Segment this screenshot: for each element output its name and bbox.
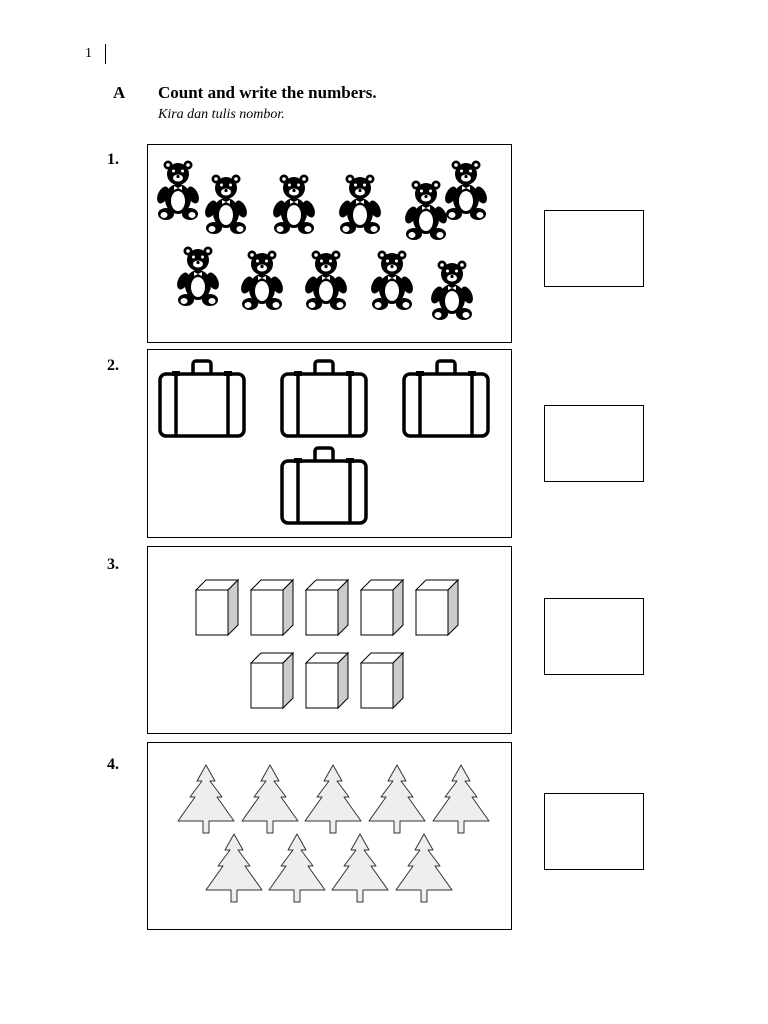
question-1-objects (157, 160, 487, 320)
cuboid-block-icon (304, 578, 350, 637)
answer-box-3[interactable] (544, 598, 644, 675)
question-2-objects (158, 359, 490, 525)
pine-tree-icon (368, 764, 426, 834)
question-1-picture-box (147, 144, 512, 343)
cuboid-block-icon (414, 578, 460, 637)
pine-tree-icon (205, 833, 263, 903)
teddy-bear-icon (431, 260, 473, 320)
question-2-picture-box (147, 349, 512, 538)
teddy-bear-icon (339, 174, 381, 234)
suitcase-icon (280, 359, 368, 438)
teddy-bear-icon (305, 250, 347, 310)
question-number-3: 3. (107, 556, 119, 573)
answer-box-4[interactable] (544, 793, 644, 870)
teddy-bear-icon (273, 174, 315, 234)
suitcase-icon (158, 359, 246, 438)
pine-tree-icon (331, 833, 389, 903)
suitcase-icon (402, 359, 490, 438)
question-3-picture-box (147, 546, 512, 734)
pine-tree-icon (395, 833, 453, 903)
teddy-bear-icon (157, 160, 199, 220)
teddy-bear-icon (241, 250, 283, 310)
answer-box-2[interactable] (544, 405, 644, 482)
cuboid-block-icon (249, 578, 295, 637)
teddy-bear-icon (177, 246, 219, 306)
teddy-bear-icon (445, 160, 487, 220)
teddy-bear-icon (205, 174, 247, 234)
teddy-bear-icon (405, 180, 447, 240)
question-4-picture-box (147, 742, 512, 930)
question-3-objects (194, 578, 460, 710)
instruction-heading: Count and write the numbers. (158, 83, 377, 102)
pine-tree-icon (432, 764, 490, 834)
pine-tree-icon (177, 764, 235, 834)
page-number-divider (105, 44, 106, 64)
suitcase-icon (280, 446, 368, 525)
page-number: 1 (85, 46, 92, 61)
instruction-translation: Kira dan tulis nombor. (158, 107, 285, 122)
cuboid-block-icon (359, 651, 405, 710)
teddy-bear-icon (371, 250, 413, 310)
question-number-2: 2. (107, 357, 119, 374)
cuboid-block-icon (194, 578, 240, 637)
cuboid-block-icon (304, 651, 350, 710)
cuboid-block-icon (249, 651, 295, 710)
section-letter: A (113, 83, 126, 102)
pine-tree-icon (241, 764, 299, 834)
question-number-1: 1. (107, 151, 119, 168)
pine-tree-icon (304, 764, 362, 834)
pine-tree-icon (268, 833, 326, 903)
cuboid-block-icon (359, 578, 405, 637)
question-4-objects (177, 764, 490, 903)
question-number-4: 4. (107, 756, 119, 773)
answer-box-1[interactable] (544, 210, 644, 287)
